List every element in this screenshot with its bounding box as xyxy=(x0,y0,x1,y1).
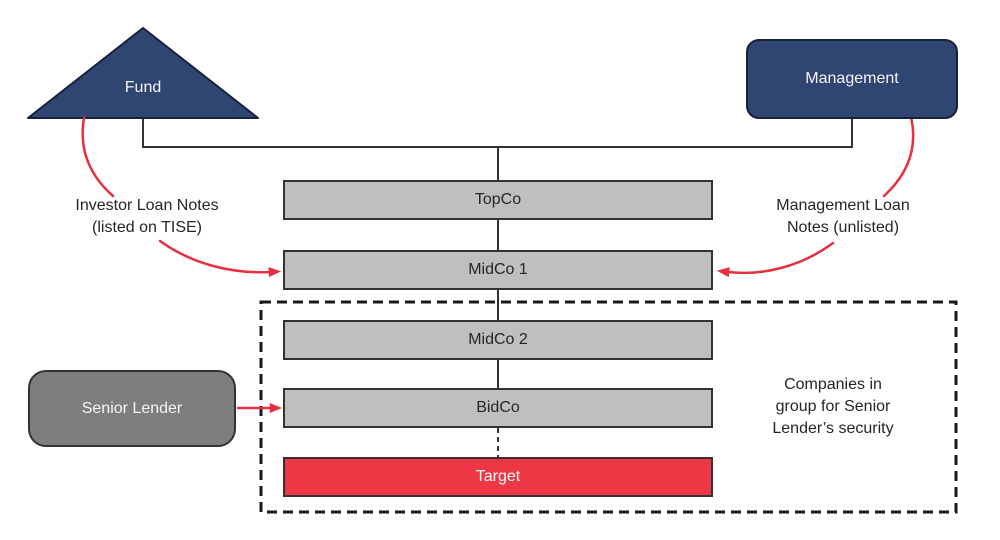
fund-triangle xyxy=(27,27,259,119)
annotation-line: group for Senior xyxy=(775,398,891,415)
target-label: Target xyxy=(475,468,521,486)
annotation-line: Lender’s security xyxy=(772,420,894,437)
investor-loan-notes-annotation: Investor Loan Notes (listed on TISE) xyxy=(47,195,247,239)
management-node: Management xyxy=(746,39,958,119)
midco1-label: MidCo 1 xyxy=(468,261,528,279)
arrow-management-to-mgmt-notes xyxy=(882,115,915,198)
bidco-label: BidCo xyxy=(476,399,520,417)
annotation-line: Management Loan xyxy=(776,197,910,214)
senior-lender-node: Senior Lender xyxy=(28,370,236,447)
bidco-node: BidCo xyxy=(283,388,713,428)
annotation-line: Notes (unlisted) xyxy=(786,219,900,236)
annotation-line: Investor Loan Notes xyxy=(75,197,219,214)
fund-node-label: Fund xyxy=(124,79,162,96)
security-group-annotation: Companies in group for Senior Lender’s s… xyxy=(733,374,933,440)
arrow-mgmt-notes-to-midco1 xyxy=(716,241,835,278)
midco2-label: MidCo 2 xyxy=(468,331,528,349)
arrow-investor-notes-to-midco1 xyxy=(158,239,282,278)
annotation-line: (listed on TISE) xyxy=(92,219,202,236)
connector-fund-management xyxy=(142,118,853,148)
midco1-node: MidCo 1 xyxy=(283,250,713,290)
management-loan-notes-annotation: Management Loan Notes (unlisted) xyxy=(743,195,943,239)
management-label: Management xyxy=(805,70,899,88)
target-node: Target xyxy=(283,457,713,497)
annotation-line: Companies in xyxy=(784,376,882,393)
midco2-node: MidCo 2 xyxy=(283,320,713,360)
senior-lender-label: Senior Lender xyxy=(81,399,183,417)
topco-label: TopCo xyxy=(474,191,522,209)
topco-node: TopCo xyxy=(283,180,713,220)
arrow-fund-to-investor-notes xyxy=(81,116,115,198)
